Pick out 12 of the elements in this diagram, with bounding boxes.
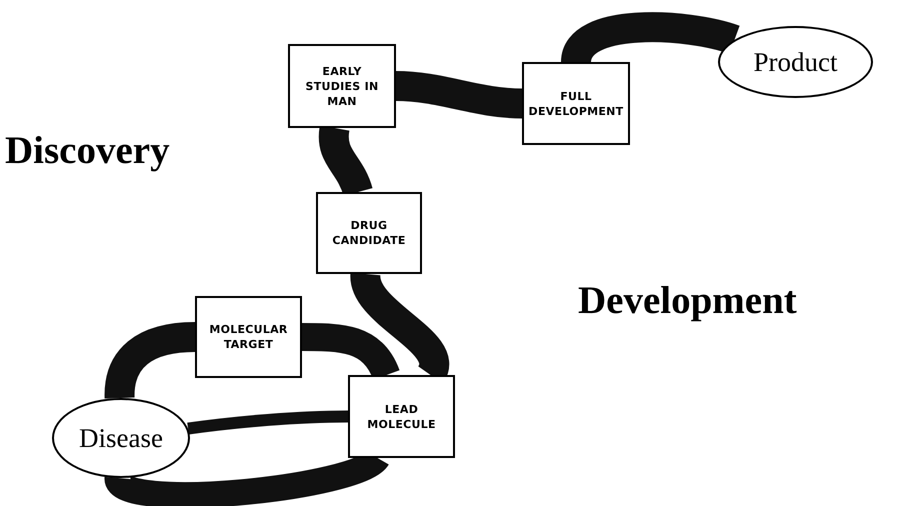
connector-band xyxy=(187,410,348,435)
connector-band xyxy=(104,322,196,398)
stage-label: Development xyxy=(578,278,797,324)
process-box: FULL DEVELOPMENT xyxy=(522,62,630,145)
process-box: EARLY STUDIES IN MAN xyxy=(288,44,396,128)
process-box: LEAD MOLECULE xyxy=(348,375,455,458)
connector-band xyxy=(396,71,522,118)
ellipse-node: Disease xyxy=(52,398,190,478)
process-box: DRUG CANDIDATE xyxy=(316,192,422,274)
stage-label: Discovery xyxy=(5,128,170,174)
process-box: MOLECULAR TARGET xyxy=(195,296,302,378)
ellipse-node: Product xyxy=(718,26,873,98)
